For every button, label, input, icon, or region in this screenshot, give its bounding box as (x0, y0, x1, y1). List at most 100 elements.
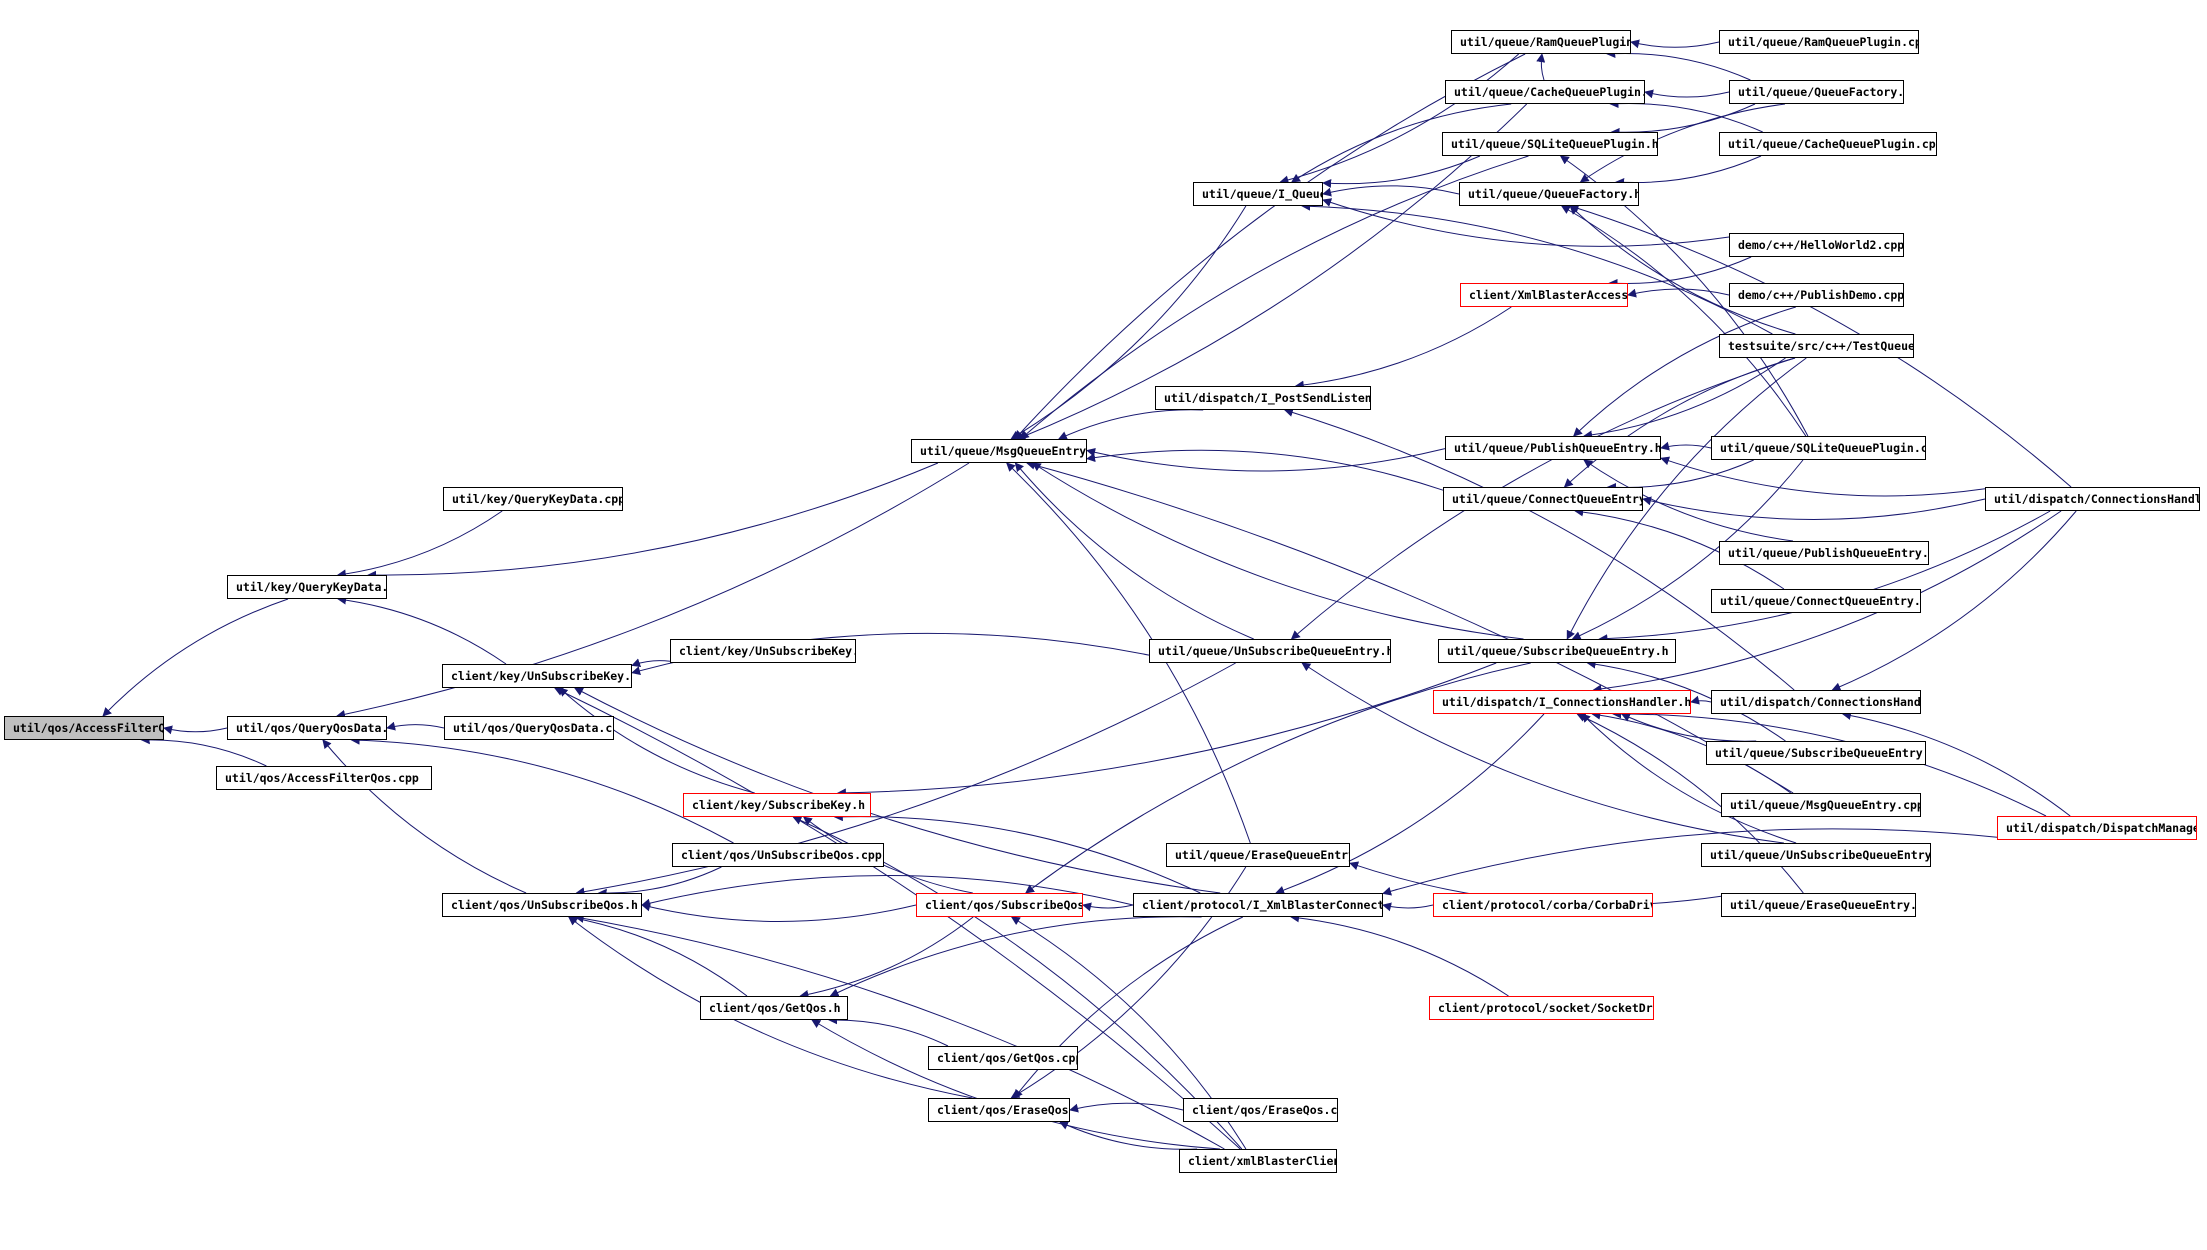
file-node[interactable]: client/qos/UnSubscribeQos.h (442, 893, 642, 917)
dependency-edge-n17-n8 (641, 902, 917, 922)
file-node[interactable]: util/queue/I_Queue.h (1193, 182, 1323, 206)
file-node[interactable]: util/queue/RamQueuePlugin.h (1451, 30, 1631, 54)
file-node[interactable]: util/key/QueryKeyData.cpp (443, 487, 623, 511)
dependency-edge-n6-n2 (337, 595, 507, 665)
file-node[interactable]: util/queue/ConnectQueueEntry.h (1443, 487, 1643, 511)
dependency-edge-n32-n22 (1086, 449, 1444, 491)
dependency-edge-n34-n18 (1275, 713, 1545, 895)
file-node[interactable]: util/queue/EraseQueueEntry.h (1166, 843, 1350, 867)
file-node[interactable]: util/queue/QueueFactory.h (1459, 182, 1639, 206)
file-node[interactable]: util/queue/MsgQueueEntry.cpp (1721, 793, 1921, 817)
dependency-edge-n33-n10 (836, 662, 1497, 798)
file-node[interactable]: util/qos/QueryQosData.h (227, 716, 387, 740)
file-node[interactable]: util/queue/CacheQueuePlugin.h (1445, 80, 1645, 104)
dependency-edge-n2-n1 (102, 598, 289, 717)
file-node[interactable]: util/dispatch/ConnectionsHandler.cpp (1985, 487, 2200, 511)
dependency-edge-n46-n22 (1026, 460, 1794, 794)
file-node[interactable]: util/queue/CacheQueuePlugin.cpp (1719, 132, 1937, 156)
dependency-edge-n17-n12 (799, 916, 974, 999)
dependency-edge-n27-n26 (1536, 53, 1546, 81)
dependency-edge-n50-n34 (1612, 709, 2047, 817)
file-node[interactable]: client/qos/EraseQos.cpp (1183, 1098, 1338, 1122)
file-node[interactable]: util/queue/EraseQueueEntry.cpp (1721, 893, 1916, 917)
file-node[interactable]: util/queue/UnSubscribeQueueEntry.cpp (1701, 843, 1931, 867)
file-node[interactable]: demo/c++/HelloWorld2.cpp (1729, 233, 1904, 257)
file-node[interactable]: client/xmlBlasterClient.h (1179, 1149, 1337, 1173)
file-node[interactable]: util/queue/SQLiteQueuePlugin.h (1442, 132, 1658, 156)
file-node[interactable]: util/queue/PublishQueueEntry.h (1445, 436, 1661, 460)
dependency-edge-n18-n6 (574, 687, 1221, 894)
dependency-edge-n45-n33 (1586, 659, 1786, 742)
dependency-edge-n36-n29 (1579, 103, 1786, 183)
file-node[interactable]: util/queue/QueueFactory.cpp (1729, 80, 1904, 104)
file-node[interactable]: util/queue/UnSubscribeQueueEntry.h (1149, 639, 1391, 663)
file-node[interactable]: util/dispatch/I_ConnectionsHandler.h (1433, 690, 1691, 714)
dependency-edge-n16-n6 (553, 687, 1241, 1150)
file-node[interactable]: util/key/QueryKeyData.h (227, 575, 387, 599)
dependency-edge-n50-n18 (1382, 828, 1998, 896)
dependency-edge-n49-n32 (1642, 496, 1986, 520)
dependency-edge-n39-n30 (1627, 288, 1730, 298)
file-node[interactable]: util/queue/MsgQueueEntry.h (911, 439, 1087, 463)
file-node[interactable]: client/qos/EraseQos.h (928, 1098, 1070, 1122)
file-node[interactable]: util/qos/QueryQosData.cpp (444, 716, 614, 740)
file-node[interactable]: util/dispatch/DispatchManager.h (1997, 816, 2197, 840)
file-node[interactable]: demo/c++/PublishDemo.cpp (1729, 283, 1904, 307)
file-node[interactable]: client/protocol/socket/SocketDriver.h (1429, 996, 1654, 1020)
file-node[interactable]: client/qos/UnSubscribeQos.cpp (672, 843, 884, 867)
dependency-edge-n40-n25 (1301, 201, 1773, 335)
dependency-edge-n40-n29 (1569, 205, 1796, 335)
dependency-edge-n23-n22 (1014, 462, 1254, 640)
file-node[interactable]: util/dispatch/I_PostSendListener.h (1155, 386, 1371, 410)
dependency-edge-n40-n33 (1566, 357, 1807, 640)
dependency-edge-n41-n33 (1571, 459, 1804, 640)
dependency-edge-n33-n17 (1025, 662, 1531, 894)
file-node[interactable]: client/key/UnSubscribeKey.h (442, 664, 632, 688)
file-node[interactable]: util/queue/SubscribeQueueEntry.h (1438, 639, 1676, 663)
file-node[interactable]: util/queue/ConnectQueueEntry.cpp (1711, 589, 1921, 613)
file-node[interactable]: client/key/UnSubscribeKey.cpp (670, 639, 856, 663)
dependency-edge-n38-n30 (1608, 256, 1752, 288)
dependency-edge-n21-n22 (1006, 462, 1251, 844)
dependency-edge-n37-n29 (1615, 155, 1762, 187)
dependency-edge-n40-n23 (1290, 357, 1796, 640)
file-node[interactable]: client/qos/GetQos.cpp (928, 1046, 1078, 1070)
dependency-edge-n23-n8 (575, 662, 1236, 897)
dependency-edge-n25-n22 (1010, 205, 1247, 440)
file-node[interactable]: client/XmlBlasterAccess.h (1460, 283, 1628, 307)
dependency-edge-n49-n33 (1598, 510, 2051, 644)
dependency-edge-n41-n32 (1606, 459, 1754, 492)
dependency-edge-n33-n22 (1031, 462, 1524, 640)
file-node[interactable]: util/qos/AccessFilterQos.cpp (216, 766, 432, 790)
file-node[interactable]: client/protocol/corba/CorbaDriver.h (1433, 893, 1653, 917)
dependency-edge-n22-n3 (336, 462, 970, 719)
file-node[interactable]: client/qos/GetQos.h (700, 996, 848, 1020)
file-node[interactable]: testsuite/src/c++/TestQueue.cpp (1719, 334, 1914, 358)
dependency-edge-n4-n1 (140, 735, 267, 767)
dependency-edge-n9-n6 (631, 658, 671, 667)
file-node[interactable]: util/queue/SubscribeQueueEntry.cpp (1706, 741, 1926, 765)
dependency-edge-n38-n25 (1322, 198, 1730, 247)
dependency-edge-n26-n25 (1279, 53, 1520, 185)
dependency-edge-n42-n31 (1583, 459, 1794, 542)
file-node[interactable]: client/key/SubscribeKey.h (683, 793, 871, 817)
file-node[interactable]: util/queue/SQLiteQueuePlugin.cpp (1711, 436, 1926, 460)
dependency-edge-n45-n34 (1620, 713, 1757, 742)
dependency-edge-n20-n18 (1290, 913, 1509, 997)
file-node[interactable]: client/qos/SubscribeQos.h (916, 893, 1083, 917)
dependency-edge-n18-n8 (641, 875, 1134, 908)
dependency-edge-n12-n8 (568, 914, 748, 997)
file-node[interactable]: util/queue/RamQueuePlugin.cpp (1719, 30, 1919, 54)
dependency-edge-n46-n34 (1591, 710, 1792, 794)
file-node[interactable]: util/queue/PublishQueueEntry.cpp (1719, 541, 1929, 565)
file-node[interactable]: util/dispatch/ConnectionsHandler.h (1711, 690, 1921, 714)
dependency-edge-n5-n2 (336, 510, 503, 579)
dependency-edge-n18-n14 (1013, 916, 1244, 1099)
dependency-edge-n18-n17 (1082, 902, 1134, 912)
dependency-edge-n50-n44 (1841, 711, 2071, 817)
file-node[interactable]: client/protocol/I_XmlBlasterConnection.h (1133, 893, 1383, 917)
dependency-edge-n26-n22 (1014, 53, 1526, 440)
dependency-edge-n28-n25 (1322, 155, 1481, 188)
root-node[interactable]: util/qos/AccessFilterQos.h (4, 716, 164, 740)
